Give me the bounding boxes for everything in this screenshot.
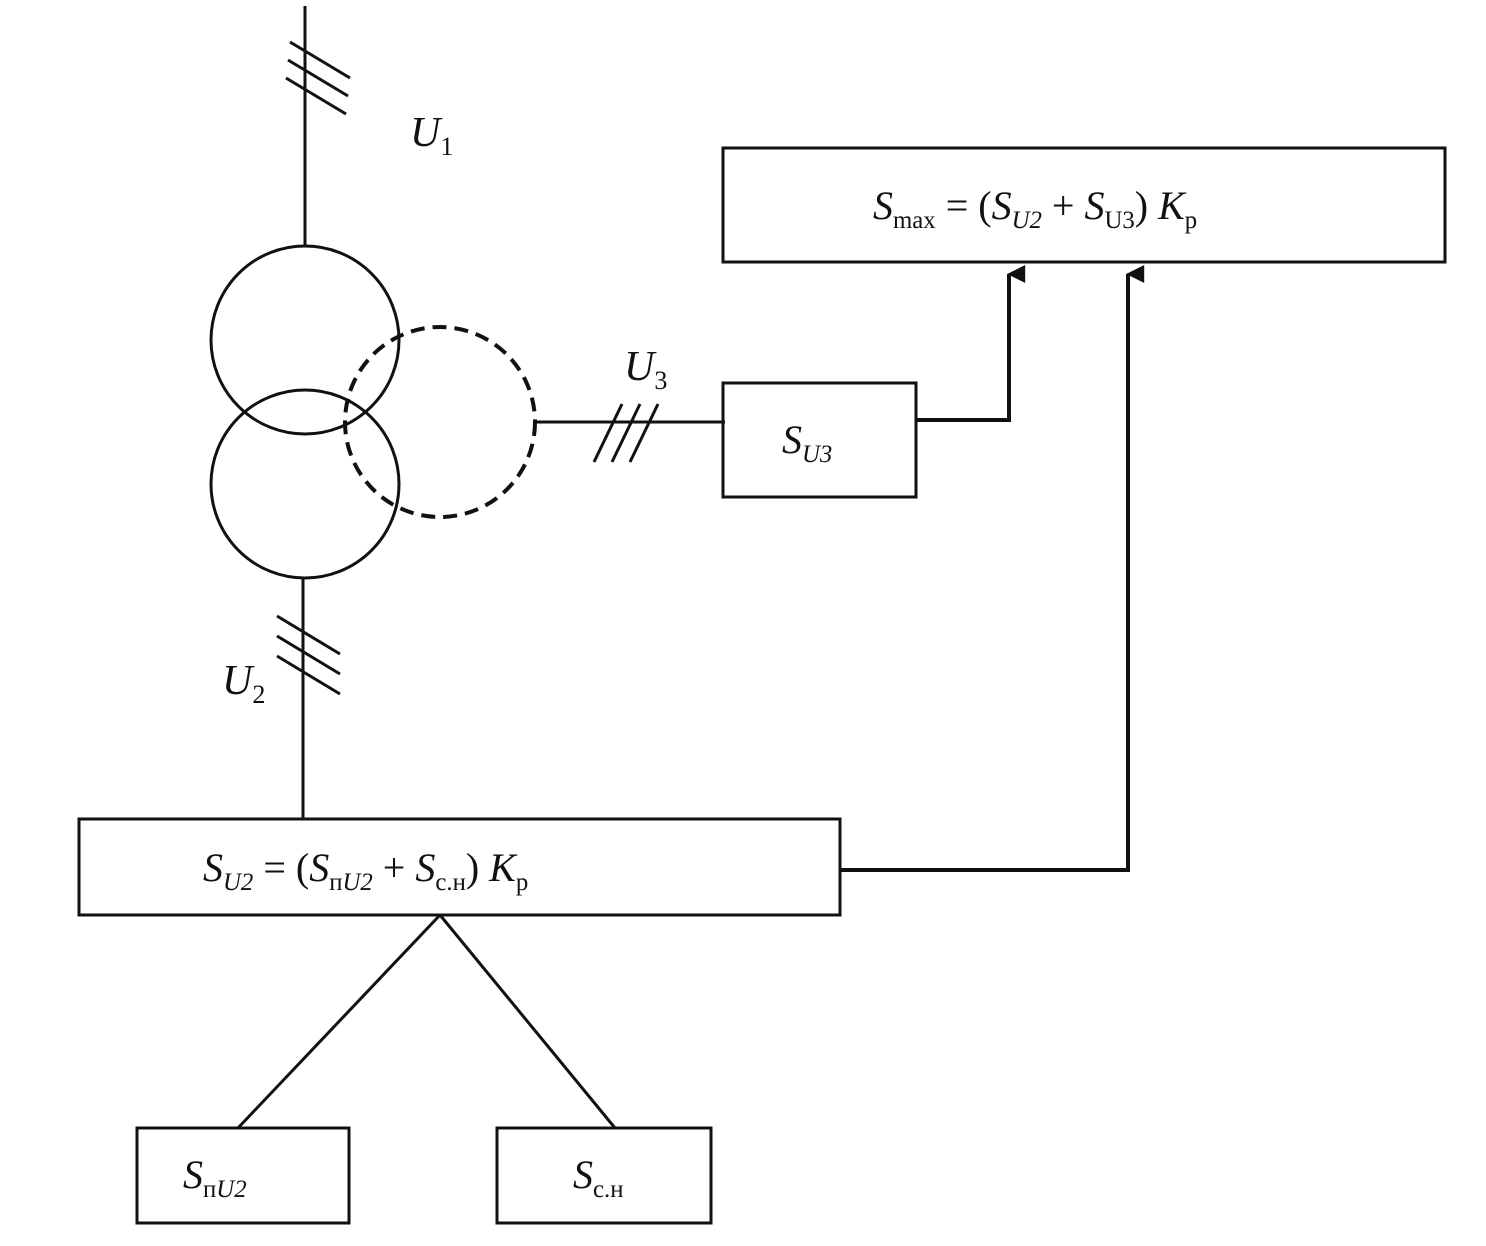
winding-u3-dashed-circle xyxy=(343,325,537,519)
su3-box xyxy=(721,381,918,499)
ssn-label: Sс.н xyxy=(573,1152,624,1203)
branch-to-ssn xyxy=(438,914,617,1129)
smax-formula: Smax = (SU2 + SU3) Kр xyxy=(873,183,1198,234)
su2-formula: SU2 = (SпU2 + Sс.н) Kр xyxy=(203,845,529,896)
ssn-box xyxy=(495,1126,713,1225)
winding-u2-circle xyxy=(209,388,401,580)
spu2-box xyxy=(135,1126,351,1225)
u3-three-phase-ticks xyxy=(592,403,660,463)
u1-label: U1 xyxy=(410,110,454,162)
branch-to-spu2 xyxy=(236,913,442,1130)
u3-label: U3 xyxy=(624,344,668,396)
smax-box xyxy=(721,146,1447,264)
spu2-label: SпU2 xyxy=(183,1152,247,1203)
su2-box xyxy=(77,817,842,917)
su3-label: SU3 xyxy=(782,417,833,468)
u2-three-phase-ticks xyxy=(276,614,341,696)
su2-to-smax-arrow xyxy=(840,265,1145,872)
winding-u1-circle xyxy=(209,244,401,436)
su3-to-smax-arrow xyxy=(916,265,1026,422)
u1-three-phase-ticks xyxy=(285,40,351,116)
u2-label: U2 xyxy=(222,658,266,710)
